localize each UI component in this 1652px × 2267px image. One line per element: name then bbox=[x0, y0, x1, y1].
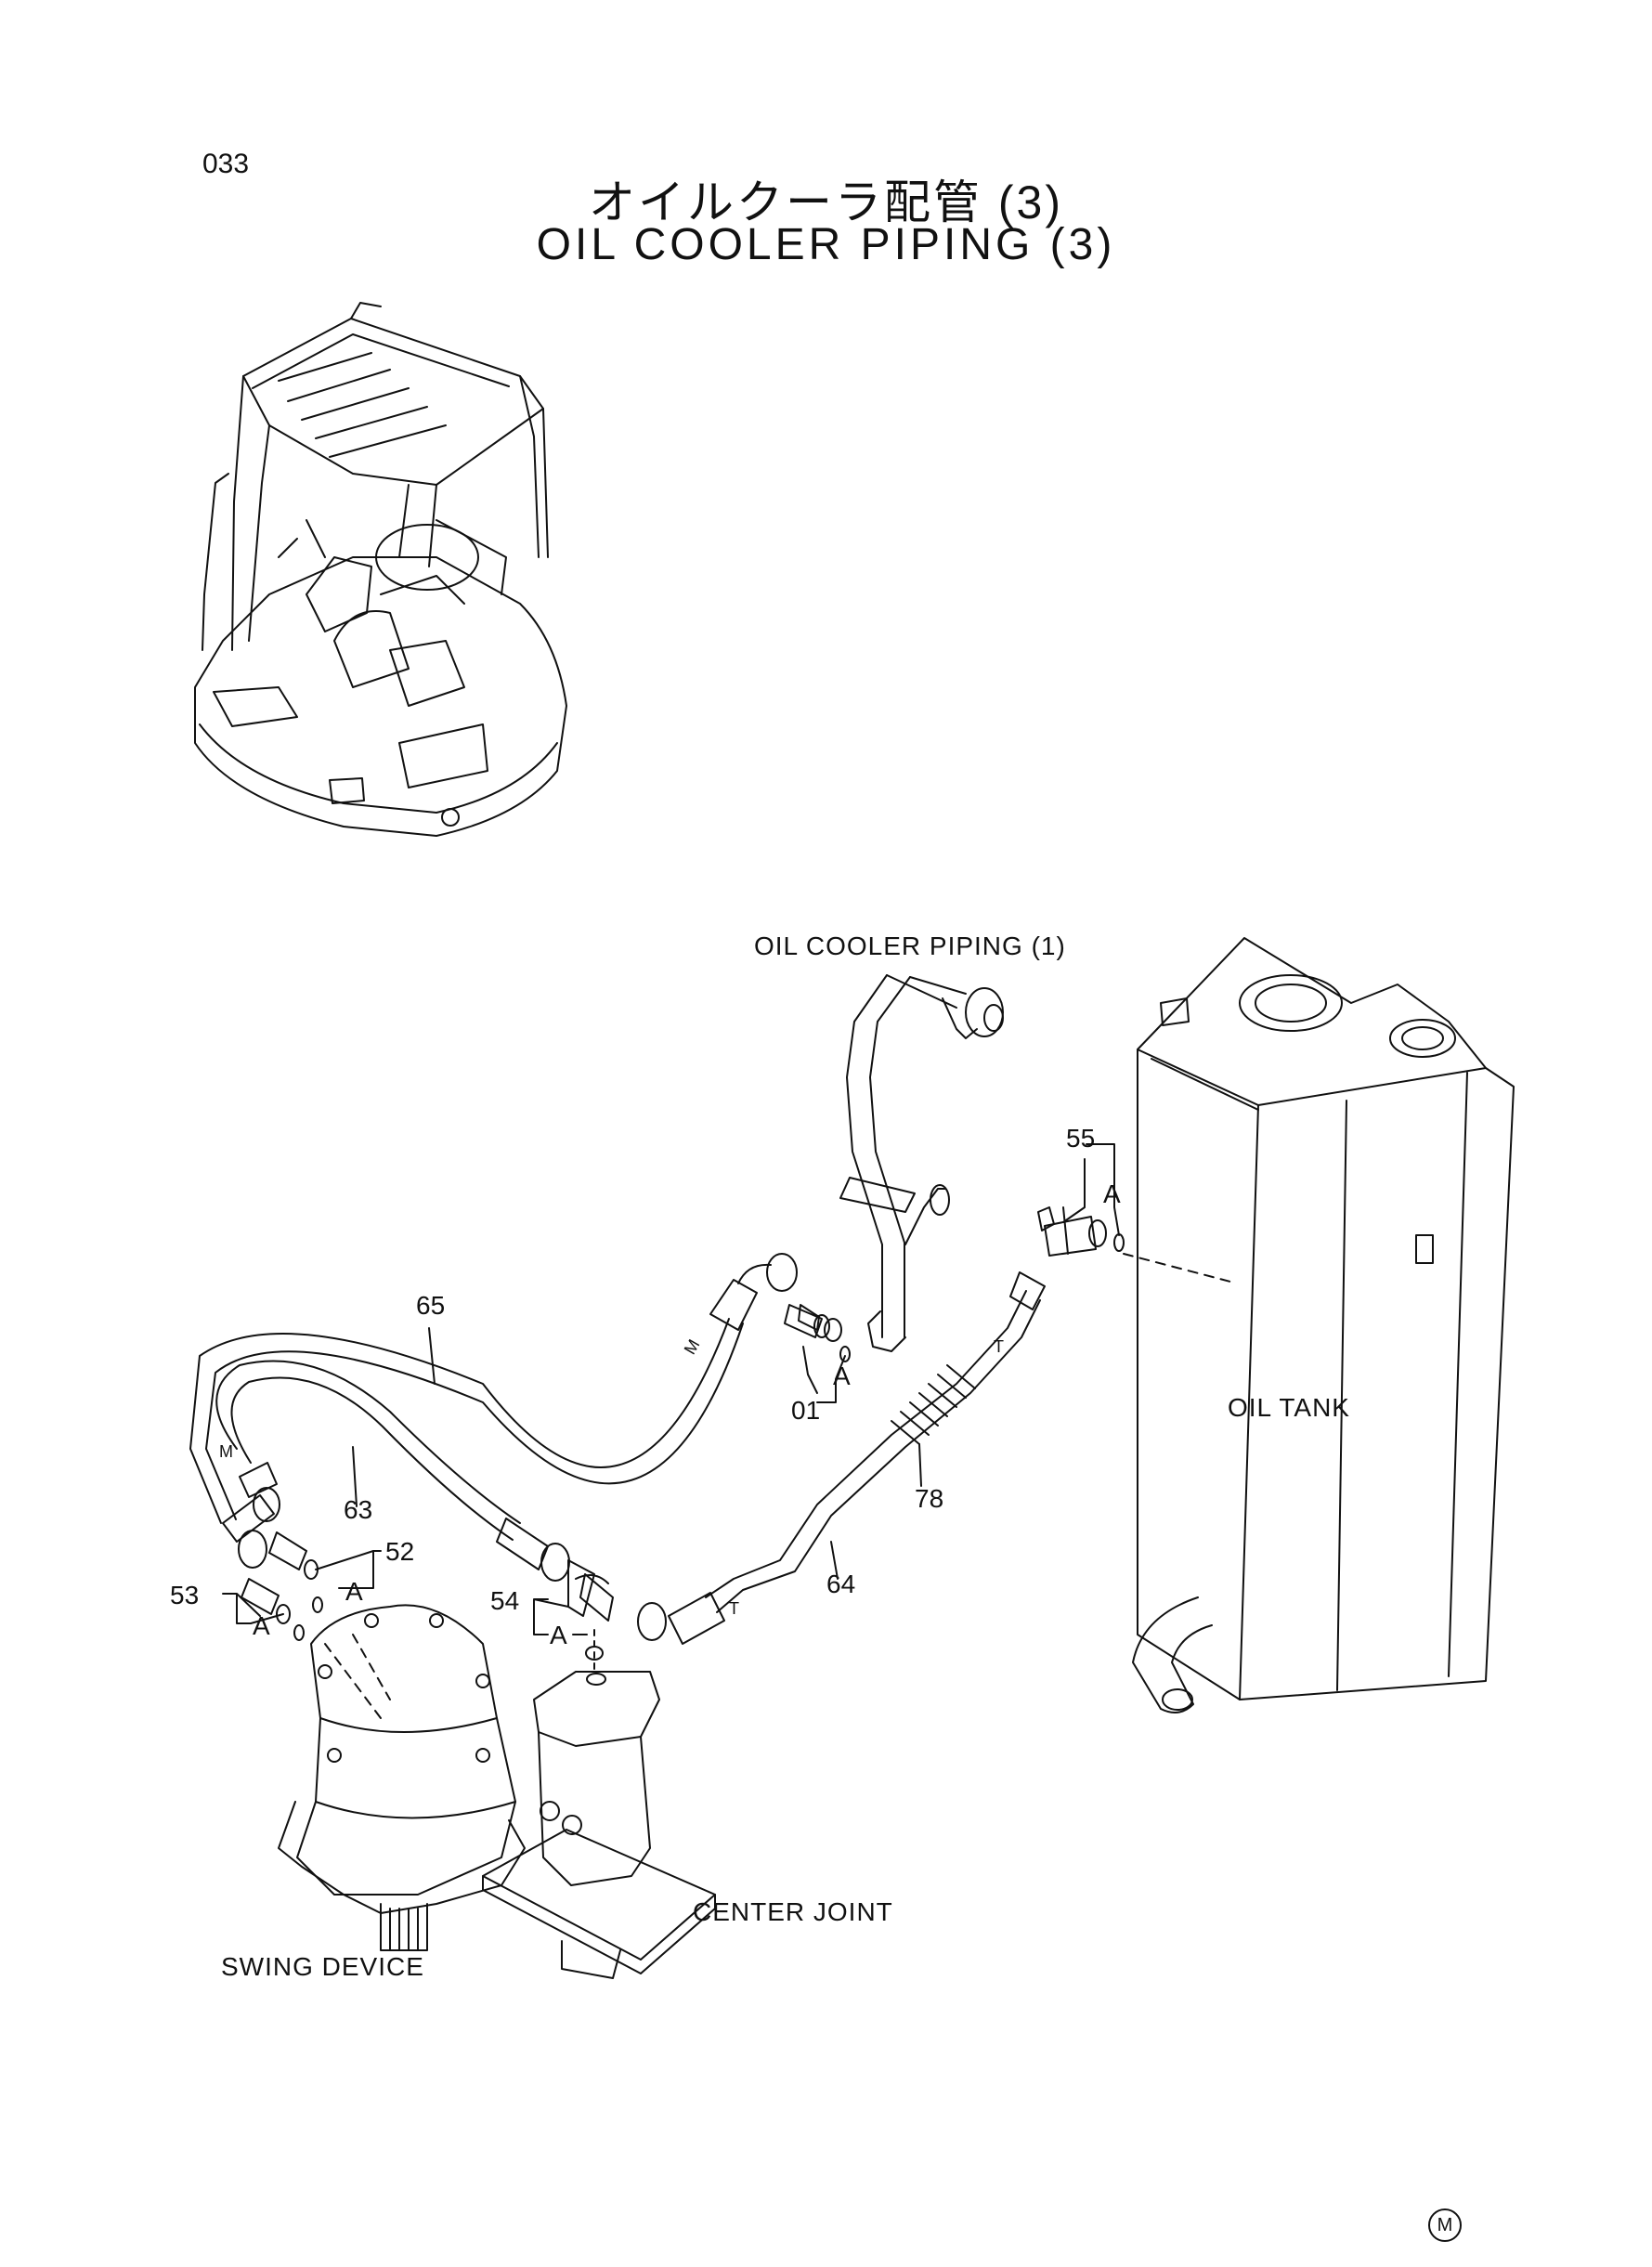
port-mark-t-hose-64-top: T bbox=[994, 1337, 1004, 1356]
part-number-53: 53 bbox=[170, 1581, 200, 1609]
part-number-52: 52 bbox=[385, 1537, 415, 1566]
fitting-01-illustration bbox=[785, 1305, 850, 1362]
oil-cooler-piping-1-illustration bbox=[840, 975, 1003, 1351]
ref-mark-a-54: A bbox=[550, 1621, 567, 1649]
footer-circled-mark: M bbox=[1428, 2208, 1462, 2242]
label-center-joint: CENTER JOINT bbox=[693, 1897, 893, 1926]
swing-device-illustration bbox=[279, 1605, 525, 1950]
port-mark-m-hose-63: M bbox=[219, 1442, 233, 1461]
hose-64-illustration bbox=[576, 1272, 1045, 1644]
tank-port-leader bbox=[1124, 1254, 1230, 1282]
part-number-78: 78 bbox=[915, 1484, 944, 1513]
part-number-01: 01 bbox=[791, 1396, 821, 1425]
excavator-overview-illustration bbox=[195, 303, 566, 836]
callout-lines bbox=[223, 1144, 1119, 1635]
ref-mark-a-55: A bbox=[1103, 1179, 1121, 1208]
part-number-55: 55 bbox=[1066, 1124, 1096, 1153]
part-number-54: 54 bbox=[490, 1586, 520, 1615]
ref-mark-a-52: A bbox=[345, 1577, 363, 1606]
oil-tank-illustration bbox=[1133, 938, 1514, 1713]
ref-mark-a-53: A bbox=[253, 1611, 270, 1640]
ref-mark-a-01: A bbox=[833, 1362, 851, 1390]
center-joint-illustration bbox=[483, 1630, 715, 1978]
label-oil-tank: OIL TANK bbox=[1228, 1393, 1350, 1422]
part-number-64: 64 bbox=[826, 1570, 856, 1598]
page-number: 033 bbox=[202, 149, 250, 179]
hose-65-illustration bbox=[190, 1254, 829, 1523]
port-mark-t-hose-64-bottom: T bbox=[729, 1599, 739, 1618]
title-japanese: オイルクーラ配管 (3) bbox=[589, 176, 1063, 228]
fittings-52-53-54-illustration bbox=[241, 1532, 603, 1660]
hose-63-illustration bbox=[216, 1362, 569, 1581]
title-english: OIL COOLER PIPING (3) bbox=[536, 220, 1116, 269]
part-number-65: 65 bbox=[416, 1291, 446, 1320]
fitting-55-illustration bbox=[1038, 1207, 1124, 1256]
label-oil-cooler-piping-1: OIL COOLER PIPING (1) bbox=[754, 932, 1066, 960]
label-swing-device: SWING DEVICE bbox=[221, 1952, 424, 1981]
part-number-63: 63 bbox=[344, 1495, 373, 1524]
